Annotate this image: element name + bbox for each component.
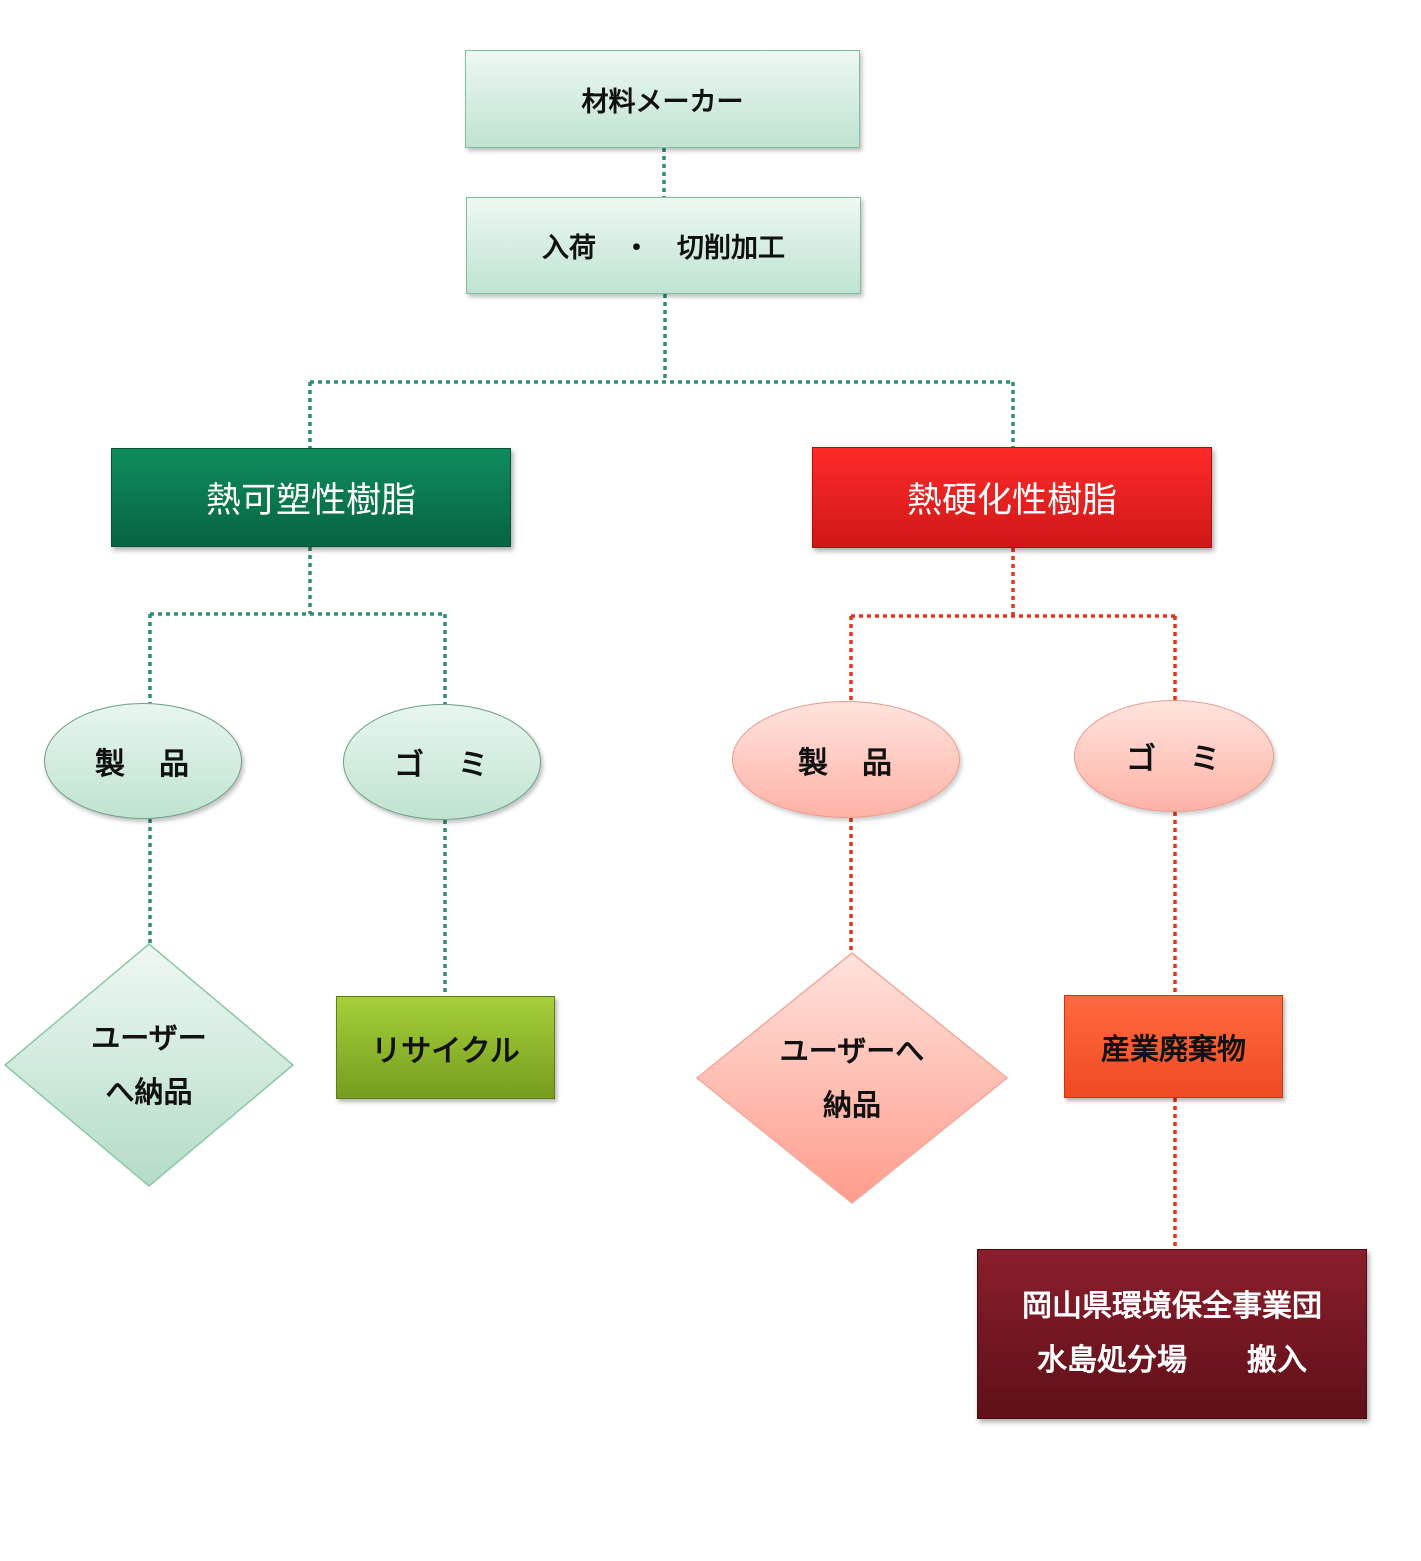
industrial-waste-box: 産業廃棄物 xyxy=(1064,995,1283,1098)
thermoset-resin-box: 熱硬化性樹脂 xyxy=(812,447,1212,548)
ts-delivery-label: ユーザーへ 納品 xyxy=(696,952,1008,1204)
thermoset-resin-label: 熱硬化性樹脂 xyxy=(906,481,1117,521)
disposal-site-box: 岡山県環境保全事業団 水島処分場 搬入 xyxy=(977,1249,1367,1419)
tp-waste-ellipse: ゴ ミ xyxy=(343,704,541,820)
ts-product-ellipse: 製 品 xyxy=(732,701,960,818)
ts-product-label: 製 品 xyxy=(798,745,894,781)
tp-delivery-line-1: ユーザー xyxy=(91,1021,207,1055)
tp-delivery-line-2: へ納品 xyxy=(105,1075,193,1109)
disposal-site-line-1: 岡山県環境保全事業団 xyxy=(1022,1289,1322,1324)
recycle-box: リサイクル xyxy=(336,996,555,1099)
ts-delivery-diamond: ユーザーへ 納品 xyxy=(695,952,1009,1204)
tp-product-ellipse: 製 品 xyxy=(44,703,242,819)
material-maker-box: 材料メーカー xyxy=(465,50,860,148)
ts-waste-ellipse: ゴ ミ xyxy=(1074,700,1274,812)
ts-delivery-line-2: 納品 xyxy=(822,1088,881,1122)
receiving-cutting-box: 入荷 ・ 切削加工 xyxy=(466,197,861,294)
thermoplastic-resin-box: 熱可塑性樹脂 xyxy=(111,448,511,547)
tp-delivery-diamond-shape xyxy=(3,943,295,1187)
recycle-label: リサイクル xyxy=(371,1033,520,1069)
disposal-site-line-2: 水島処分場 搬入 xyxy=(1037,1343,1307,1378)
receiving-cutting-label: 入荷 ・ 切削加工 xyxy=(542,233,785,264)
material-maker-label: 材料メーカー xyxy=(581,86,744,118)
tp-product-label: 製 品 xyxy=(95,747,191,782)
industrial-waste-label: 産業廃棄物 xyxy=(1100,1031,1246,1066)
ts-delivery-diamond-shape xyxy=(695,952,1009,1204)
tp-delivery-diamond: ユーザー へ納品 xyxy=(3,943,295,1187)
ts-waste-label: ゴ ミ xyxy=(1126,742,1222,777)
ts-delivery-line-1: ユーザーへ xyxy=(779,1034,925,1068)
thermoplastic-resin-label: 熱可塑性樹脂 xyxy=(205,481,416,521)
tp-delivery-label: ユーザー へ納品 xyxy=(4,943,294,1187)
tp-waste-label: ゴ ミ xyxy=(394,748,490,783)
